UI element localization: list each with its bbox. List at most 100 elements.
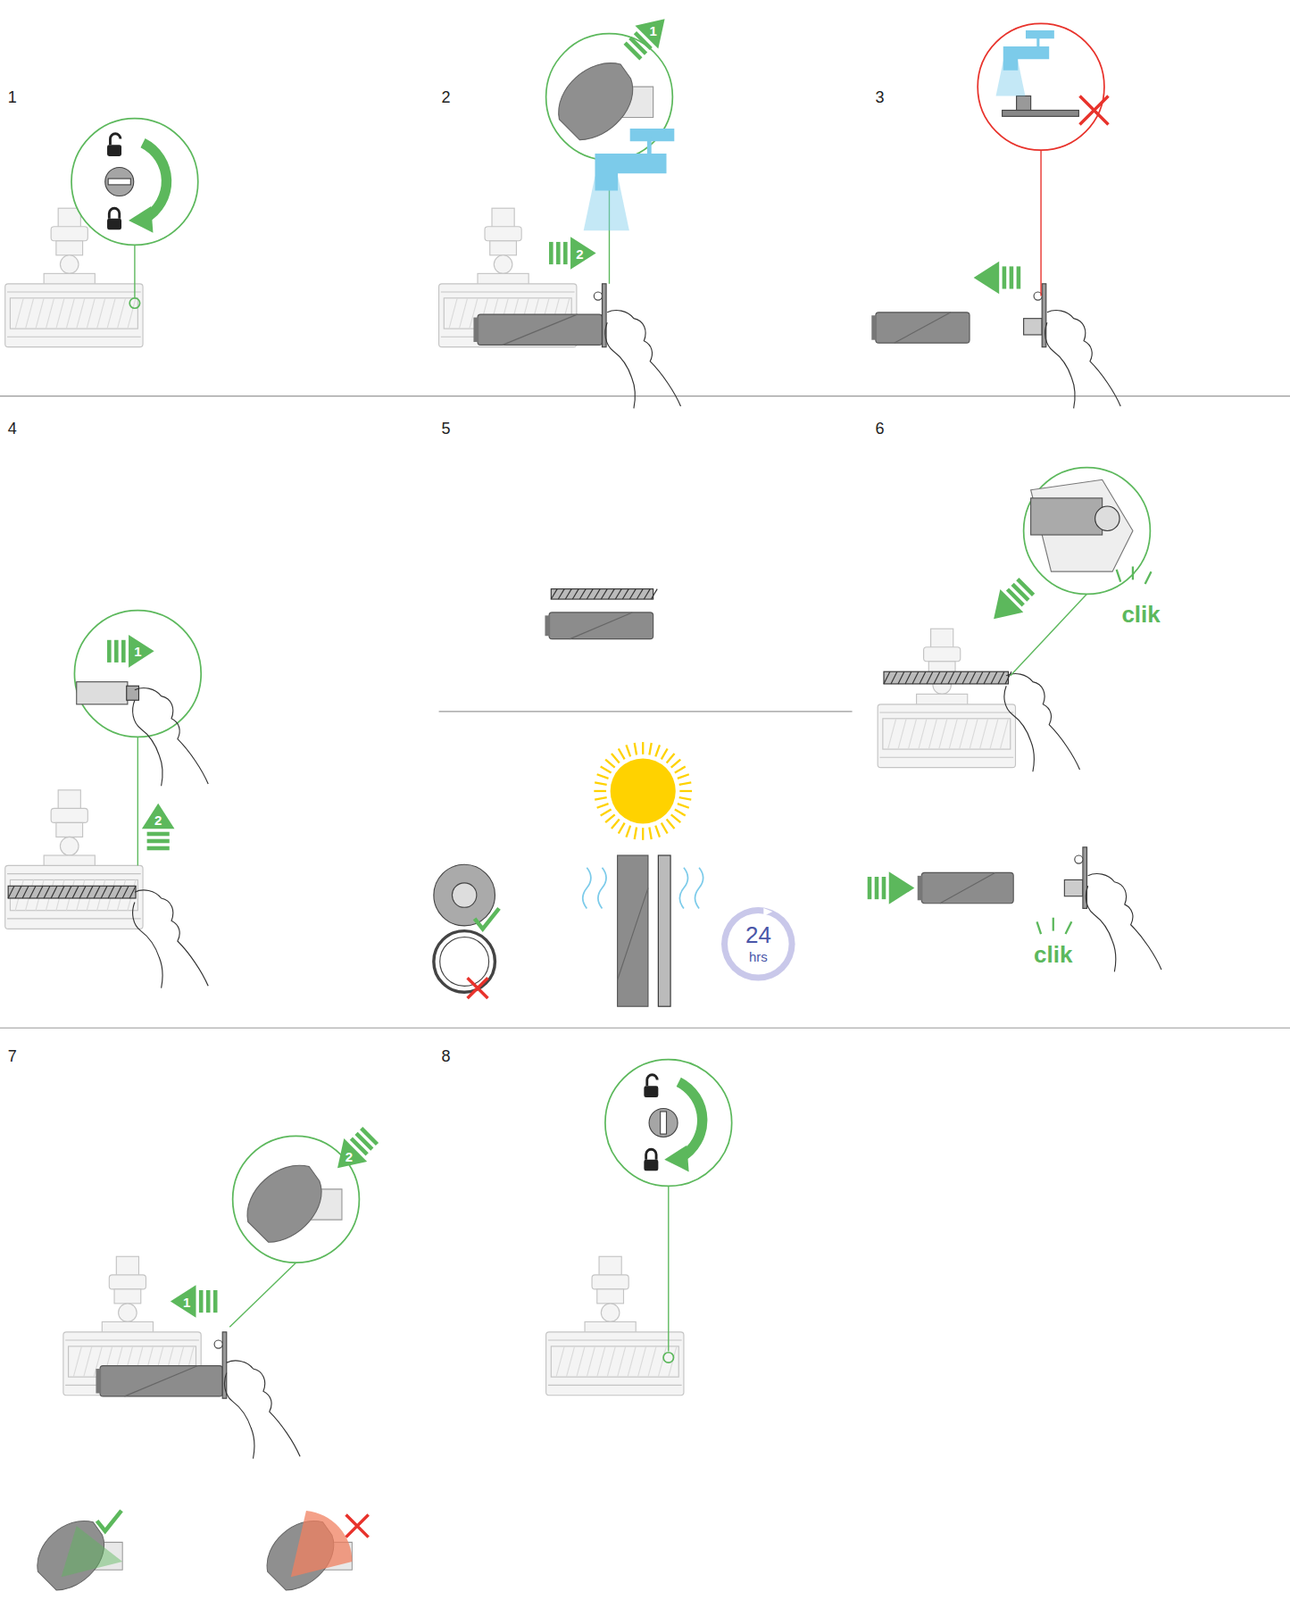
steam — [695, 867, 704, 909]
bar-socket — [1095, 506, 1120, 531]
bristle — [636, 589, 643, 600]
arrow-bar — [867, 876, 873, 899]
hand — [1085, 873, 1162, 973]
pivot — [493, 255, 513, 275]
hatch — [918, 718, 927, 750]
hatch — [607, 1346, 616, 1377]
bristle — [998, 671, 1005, 684]
bristle — [607, 589, 615, 600]
leader-line — [1040, 149, 1041, 296]
hatch — [979, 718, 988, 750]
neck — [108, 1274, 146, 1290]
roller-end — [544, 615, 550, 636]
bristle — [43, 885, 50, 899]
click-text: clik — [1033, 942, 1073, 966]
body-line — [879, 757, 1014, 758]
bristle — [933, 671, 941, 684]
arrow-bar — [114, 640, 119, 663]
callout-circle — [74, 610, 201, 738]
hatch — [556, 1346, 565, 1377]
steam — [598, 867, 607, 909]
hatch — [97, 298, 106, 329]
sun-ray — [679, 797, 692, 799]
hatch — [597, 1346, 606, 1377]
rotate-arrow — [142, 142, 167, 219]
neck — [58, 790, 81, 811]
hatch — [127, 298, 136, 329]
arrow-bar — [147, 839, 170, 844]
rotate-arrow-head — [128, 206, 153, 234]
bar-body — [8, 885, 136, 899]
hand — [133, 890, 209, 989]
neck — [597, 1289, 625, 1304]
bristle — [905, 671, 912, 684]
bristle — [8, 885, 15, 899]
hand — [1045, 310, 1122, 409]
leader-line — [1010, 593, 1088, 675]
cross-mark — [467, 977, 489, 999]
bar-body — [550, 589, 653, 600]
roller-stripe — [569, 612, 633, 640]
direction-arrow — [982, 574, 1039, 631]
neck — [56, 241, 84, 256]
roller-body — [875, 312, 970, 343]
shackle — [646, 1148, 657, 1159]
tap-icon — [583, 130, 673, 231]
bristle — [79, 885, 86, 899]
bristle — [50, 885, 58, 899]
good-swing — [61, 1525, 124, 1577]
hatch — [449, 298, 458, 329]
step-number: 7 — [8, 1048, 17, 1065]
sun-ray — [625, 744, 631, 757]
hatch — [637, 1346, 646, 1377]
sun-ray — [666, 819, 675, 830]
cap-screw — [1074, 855, 1083, 864]
bristle — [593, 589, 600, 600]
roller-body — [549, 612, 654, 640]
sun — [610, 757, 676, 824]
roller-stripe — [502, 314, 578, 345]
soft-roller — [917, 872, 1014, 903]
roller-body — [99, 1365, 223, 1397]
bristle — [65, 885, 72, 899]
steam — [582, 867, 591, 909]
roller-stripe — [617, 888, 649, 981]
bristle — [926, 671, 933, 684]
check-mark — [97, 1510, 122, 1532]
roller-upright — [617, 855, 649, 1007]
bristle — [883, 671, 891, 684]
arrow-bar — [1011, 582, 1031, 602]
hatch — [35, 298, 44, 329]
sun-ray — [671, 814, 682, 823]
neck — [491, 208, 515, 229]
arrow-head — [128, 634, 155, 668]
neck — [58, 208, 81, 229]
hatch — [648, 1346, 657, 1377]
click-mark — [1065, 921, 1072, 934]
sun-ray — [594, 782, 608, 784]
arrow-number: 2 — [345, 1149, 353, 1164]
soft-roller — [544, 612, 653, 640]
direction-arrow — [107, 634, 155, 668]
roller-end-view — [433, 931, 496, 993]
bristle — [615, 589, 622, 600]
roller-bay — [882, 718, 1011, 750]
hatch — [907, 718, 916, 750]
leader-line — [137, 736, 139, 866]
bristle — [898, 671, 905, 684]
hatch — [576, 1346, 585, 1377]
timer-unit: hrs — [720, 949, 797, 964]
pivot — [59, 255, 79, 275]
sun-ray — [679, 782, 692, 784]
click-mark — [1145, 571, 1152, 584]
roller-bay — [550, 1346, 679, 1377]
step-number: 8 — [441, 1048, 451, 1065]
cap-screw — [593, 291, 602, 300]
arrow-head — [570, 236, 597, 270]
sun-ray — [677, 803, 690, 808]
bristle — [86, 885, 93, 899]
bristle — [122, 885, 129, 899]
bristle — [629, 589, 636, 600]
hatch — [25, 298, 34, 329]
lock-body — [107, 218, 122, 231]
